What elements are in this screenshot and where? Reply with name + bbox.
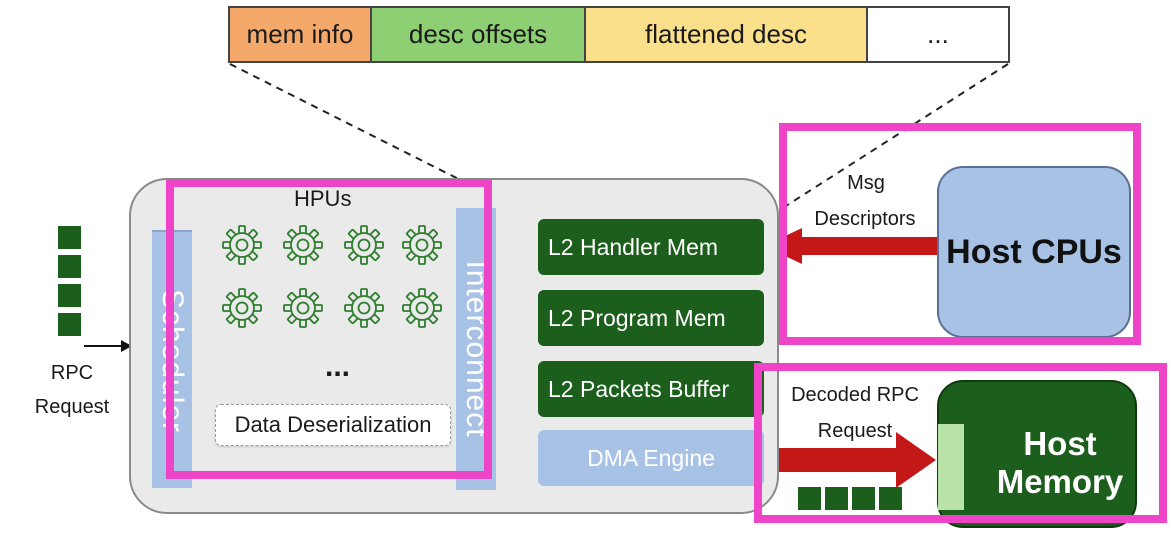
packet-square xyxy=(58,313,81,336)
rpc-request-label-line1: RPC xyxy=(50,362,94,384)
gear-icon xyxy=(283,288,323,328)
msg-descriptor-arrow xyxy=(764,228,938,264)
decoded-packet-square xyxy=(825,487,848,510)
gear-icon xyxy=(402,225,442,265)
l2-program-mem: L2 Program Mem xyxy=(538,290,764,346)
host-cpus-label: Host CPUs xyxy=(946,232,1122,271)
packet-square xyxy=(58,284,81,307)
gear-icon xyxy=(402,288,442,328)
hpus-label: HPUs xyxy=(294,186,352,211)
decoded-rpc-arrow xyxy=(768,432,936,488)
descriptor-field-more: ... xyxy=(866,6,1010,63)
highlight-host-memory xyxy=(754,363,1167,523)
msg-label: Msg xyxy=(847,172,885,194)
host-memory-label: Host Memory xyxy=(985,425,1135,501)
packet-square xyxy=(58,255,81,278)
decoded-packet-square xyxy=(879,487,902,510)
zoom-line-right xyxy=(763,63,1009,221)
host-cpus-box: Host CPUs xyxy=(937,166,1131,338)
rpc-input-arrow-head xyxy=(121,340,132,352)
data-deserialization-box: Data Deserialization xyxy=(215,404,451,446)
decoded-rpc-label-line2: Request xyxy=(817,420,893,442)
dma-engine: DMA Engine xyxy=(538,430,764,486)
descriptor-field-mem-info: mem info xyxy=(228,6,372,63)
decoded-packet-square xyxy=(798,487,821,510)
hpu-ellipsis: ... xyxy=(325,350,351,383)
host-memory-label-line1: Host xyxy=(1023,425,1097,462)
descriptor-field-flattened-desc: flattened desc xyxy=(584,6,868,63)
descriptor-field-desc-offsets: desc offsets xyxy=(370,6,586,63)
gear-icon xyxy=(222,288,262,328)
packet-square xyxy=(58,226,81,249)
gear-icon xyxy=(344,225,384,265)
highlight-host-cpus xyxy=(779,123,1141,345)
gear-icon xyxy=(344,288,384,328)
rpc-request-label-line2: Request xyxy=(34,396,110,418)
l2-handler-mem: L2 Handler Mem xyxy=(538,219,764,275)
host-memory-box xyxy=(937,380,1137,528)
host-memory-label-line2: Memory xyxy=(996,463,1124,500)
gear-icon xyxy=(283,225,323,265)
highlight-hpus xyxy=(166,179,492,479)
host-memory-slot xyxy=(938,424,964,510)
l2-packets-buffer: L2 Packets Buffer xyxy=(538,361,764,417)
decoded-rpc-label-line1: Decoded RPC xyxy=(791,384,919,406)
descriptors-label: Descriptors xyxy=(814,208,916,230)
decoded-packet-square xyxy=(852,487,875,510)
gear-icon xyxy=(222,225,262,265)
